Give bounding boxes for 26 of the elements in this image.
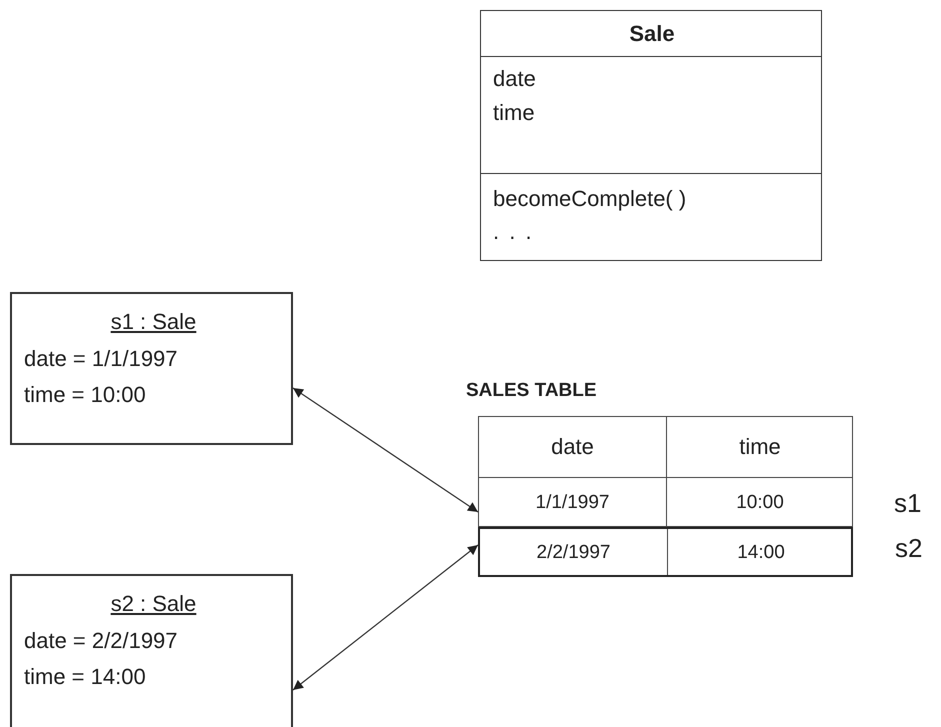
arrow xyxy=(292,544,478,690)
column-header: date xyxy=(550,434,595,460)
class-name: Sale xyxy=(628,21,676,47)
attribute-text: date = 2/2/1997 xyxy=(24,628,178,654)
table-value: 2/2/1997 xyxy=(536,541,612,565)
arrow xyxy=(292,388,478,512)
attribute-text: date xyxy=(493,66,536,92)
attribute-text: time xyxy=(493,100,535,126)
table-value: 10:00 xyxy=(735,491,785,515)
object-box xyxy=(10,574,293,727)
operation-text: . . . xyxy=(493,219,534,245)
column-header: time xyxy=(738,434,782,460)
object-name: s1 : Sale xyxy=(110,309,198,335)
table-value: 14:00 xyxy=(736,541,786,565)
row-label: s2 xyxy=(895,533,922,563)
table-value: 1/1/1997 xyxy=(534,491,610,515)
table-header-row xyxy=(478,416,853,478)
operation-text: becomeComplete( ) xyxy=(493,186,686,212)
class-box xyxy=(480,10,822,261)
attribute-text: time = 14:00 xyxy=(24,664,146,690)
table-title: SALES TABLE xyxy=(466,379,597,403)
row-label: s1 xyxy=(894,488,922,518)
object-box xyxy=(10,292,293,445)
object-name: s2 : Sale xyxy=(110,591,198,617)
attribute-text: date = 1/1/1997 xyxy=(24,346,178,372)
attribute-text: time = 10:00 xyxy=(24,382,146,408)
